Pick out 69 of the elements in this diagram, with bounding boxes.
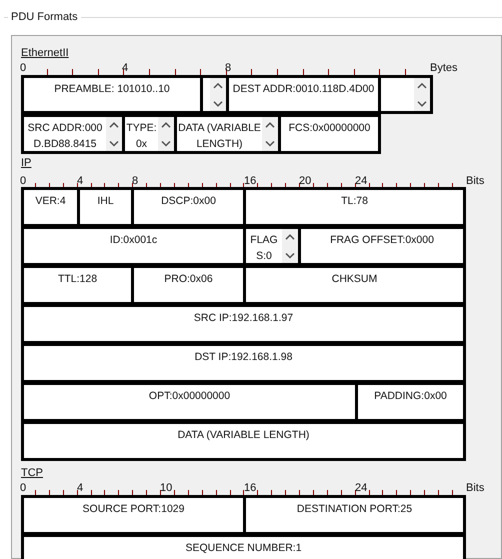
- field-label: ID:0x001c: [108, 233, 158, 248]
- scale-number: 4: [77, 175, 84, 187]
- field-box: [131, 187, 246, 227]
- scale-number: 20: [299, 175, 312, 187]
- field-box: [243, 265, 466, 305]
- unit-label: Bits: [466, 175, 484, 187]
- scale-number: 0: [20, 482, 26, 494]
- empty-field-box: [200, 75, 229, 114]
- field-box: [226, 75, 381, 114]
- scale-number: 4: [122, 62, 128, 74]
- field-box: [21, 265, 134, 305]
- field-label: TYPE:0x: [125, 121, 158, 152]
- panel-title: PDU Formats: [8, 11, 81, 23]
- field-label: FCS:0x00000000: [288, 121, 372, 136]
- section-heading: IP: [21, 157, 32, 169]
- field-label: SRC ADDR:000D.BD88.8415: [26, 121, 104, 152]
- field-label: SOURCE PORT:1029: [82, 502, 186, 517]
- field-box: [174, 114, 281, 154]
- field-label: CHKSUM: [330, 272, 378, 287]
- scale-number: 24: [355, 175, 368, 187]
- field-box: [21, 114, 125, 154]
- field-box: [243, 187, 466, 227]
- field-box: [21, 343, 466, 383]
- field-label: FRAG OFFSET:0x000: [329, 233, 435, 248]
- field-label: TTL:128: [56, 272, 98, 287]
- field-box: [122, 114, 177, 154]
- field-box: [21, 382, 358, 422]
- scale-number: 24: [355, 482, 368, 494]
- field-label: FLAGS:0: [249, 233, 279, 264]
- field-label: DATA (VARIABLE LENGTH): [177, 121, 262, 152]
- scale-number: 10: [160, 482, 172, 494]
- field-label: VER:4: [34, 194, 67, 209]
- unit-label: Bits: [466, 482, 484, 494]
- scale-number: 0: [20, 175, 26, 187]
- scale-number: 4: [77, 482, 84, 494]
- field-box: [298, 226, 466, 266]
- field-label: DST IP:192.168.1.98: [194, 350, 294, 365]
- field-label: SEQUENCE NUMBER:1: [184, 541, 303, 556]
- scale-number: 16: [244, 482, 256, 494]
- scale-number: 8: [132, 175, 138, 187]
- field-label: IHL: [96, 194, 115, 209]
- field-label: OPT:0x00000000: [148, 389, 232, 404]
- field-box: [21, 304, 466, 344]
- field-label: PREAMBLE: 101010..10: [53, 82, 171, 97]
- field-box: [355, 382, 466, 422]
- field-box: [21, 226, 246, 266]
- field-box: [21, 495, 246, 535]
- field-box: [21, 187, 80, 227]
- field-box: [243, 226, 301, 266]
- field-box: [21, 75, 203, 114]
- section-heading: TCP: [21, 467, 43, 479]
- scale-number: 16: [244, 175, 256, 187]
- field-label: SRC IP:192.168.1.97: [192, 311, 294, 326]
- field-label: PRO:0x06: [163, 272, 214, 287]
- field-label: PADDING:0x00: [373, 389, 448, 404]
- field-box: [243, 495, 466, 535]
- field-label: DSCP:0x00: [160, 194, 217, 209]
- unit-label: Bytes: [430, 62, 458, 74]
- field-label: DESTINATION PORT:25: [296, 502, 414, 517]
- field-label: DEST ADDR:0010.118D.4D00: [232, 82, 376, 97]
- field-label: DATA (VARIABLE LENGTH): [176, 428, 310, 443]
- field-box: [278, 114, 381, 154]
- scale-number: 8: [225, 62, 232, 74]
- field-box: [77, 187, 134, 227]
- field-box: [131, 265, 246, 305]
- section-heading: EthernetII: [21, 47, 69, 59]
- field-label: TL:78: [340, 194, 369, 209]
- field-box: [21, 421, 466, 461]
- scale-number: 0: [20, 62, 26, 74]
